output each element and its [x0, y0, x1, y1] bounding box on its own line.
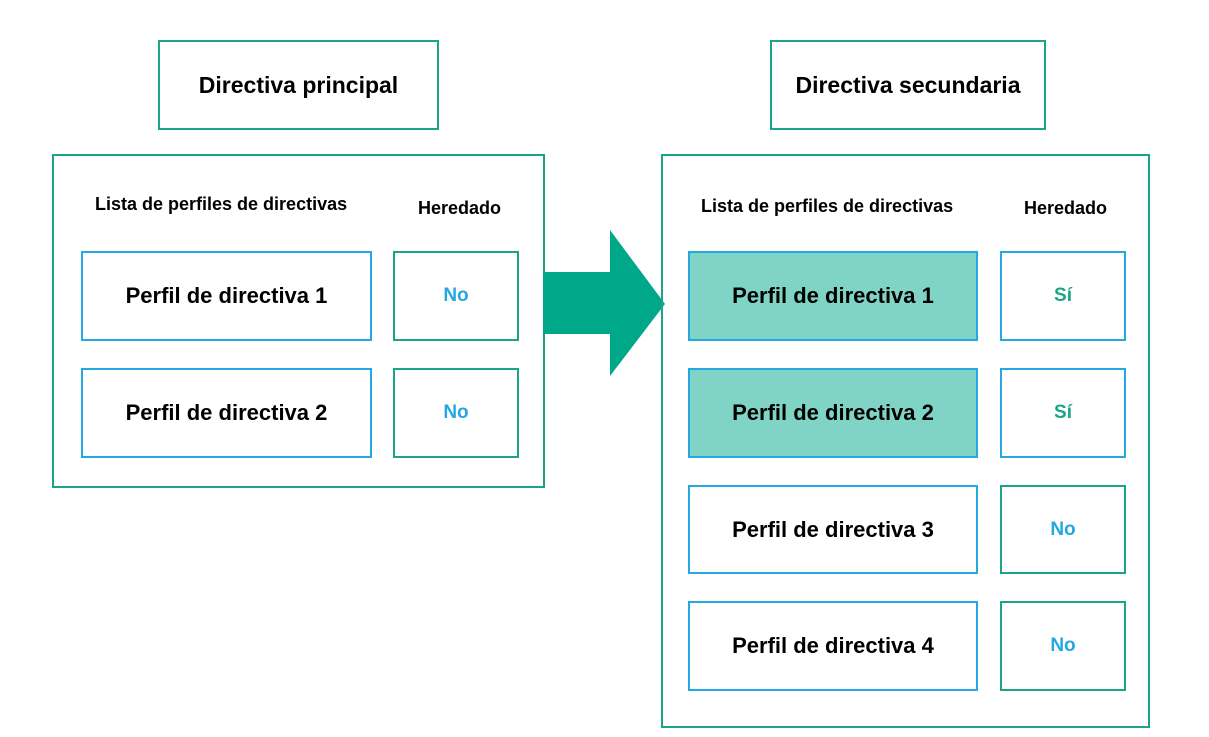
child-list-header: Lista de perfiles de directivas	[701, 196, 954, 216]
child-profile-4: Perfil de directiva 4	[688, 601, 978, 691]
parent-list-header: Lista de perfiles de directivas	[95, 194, 348, 214]
child-policy-panel: Lista de perfiles de directivas Heredado	[661, 154, 1150, 728]
child-profile-2-inherited: Sí	[1000, 368, 1126, 458]
child-profile-1-inherited: Sí	[1000, 251, 1126, 341]
child-policy-title: Directiva secundaria	[770, 40, 1046, 130]
child-profile-4-inherited: No	[1000, 601, 1126, 691]
parent-profile-1: Perfil de directiva 1	[81, 251, 372, 341]
child-profile-2: Perfil de directiva 2	[688, 368, 978, 458]
parent-profile-1-inherited: No	[393, 251, 519, 341]
parent-policy-title: Directiva principal	[158, 40, 439, 130]
child-profile-3: Perfil de directiva 3	[688, 485, 978, 574]
parent-profile-2-inherited: No	[393, 368, 519, 458]
child-inherited-header: Heredado	[1024, 198, 1108, 218]
child-profile-1: Perfil de directiva 1	[688, 251, 978, 341]
parent-profile-2: Perfil de directiva 2	[81, 368, 372, 458]
parent-inherited-header: Heredado	[418, 198, 502, 218]
right-arrow-icon	[543, 230, 665, 376]
child-profile-3-inherited: No	[1000, 485, 1126, 574]
